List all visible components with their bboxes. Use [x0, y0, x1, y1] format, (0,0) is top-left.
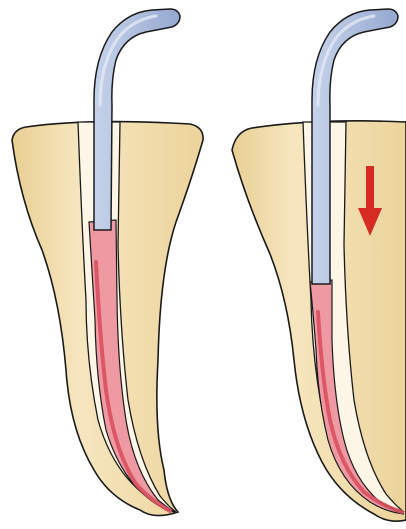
right-panel: [232, 9, 406, 521]
left-panel: [12, 9, 203, 516]
